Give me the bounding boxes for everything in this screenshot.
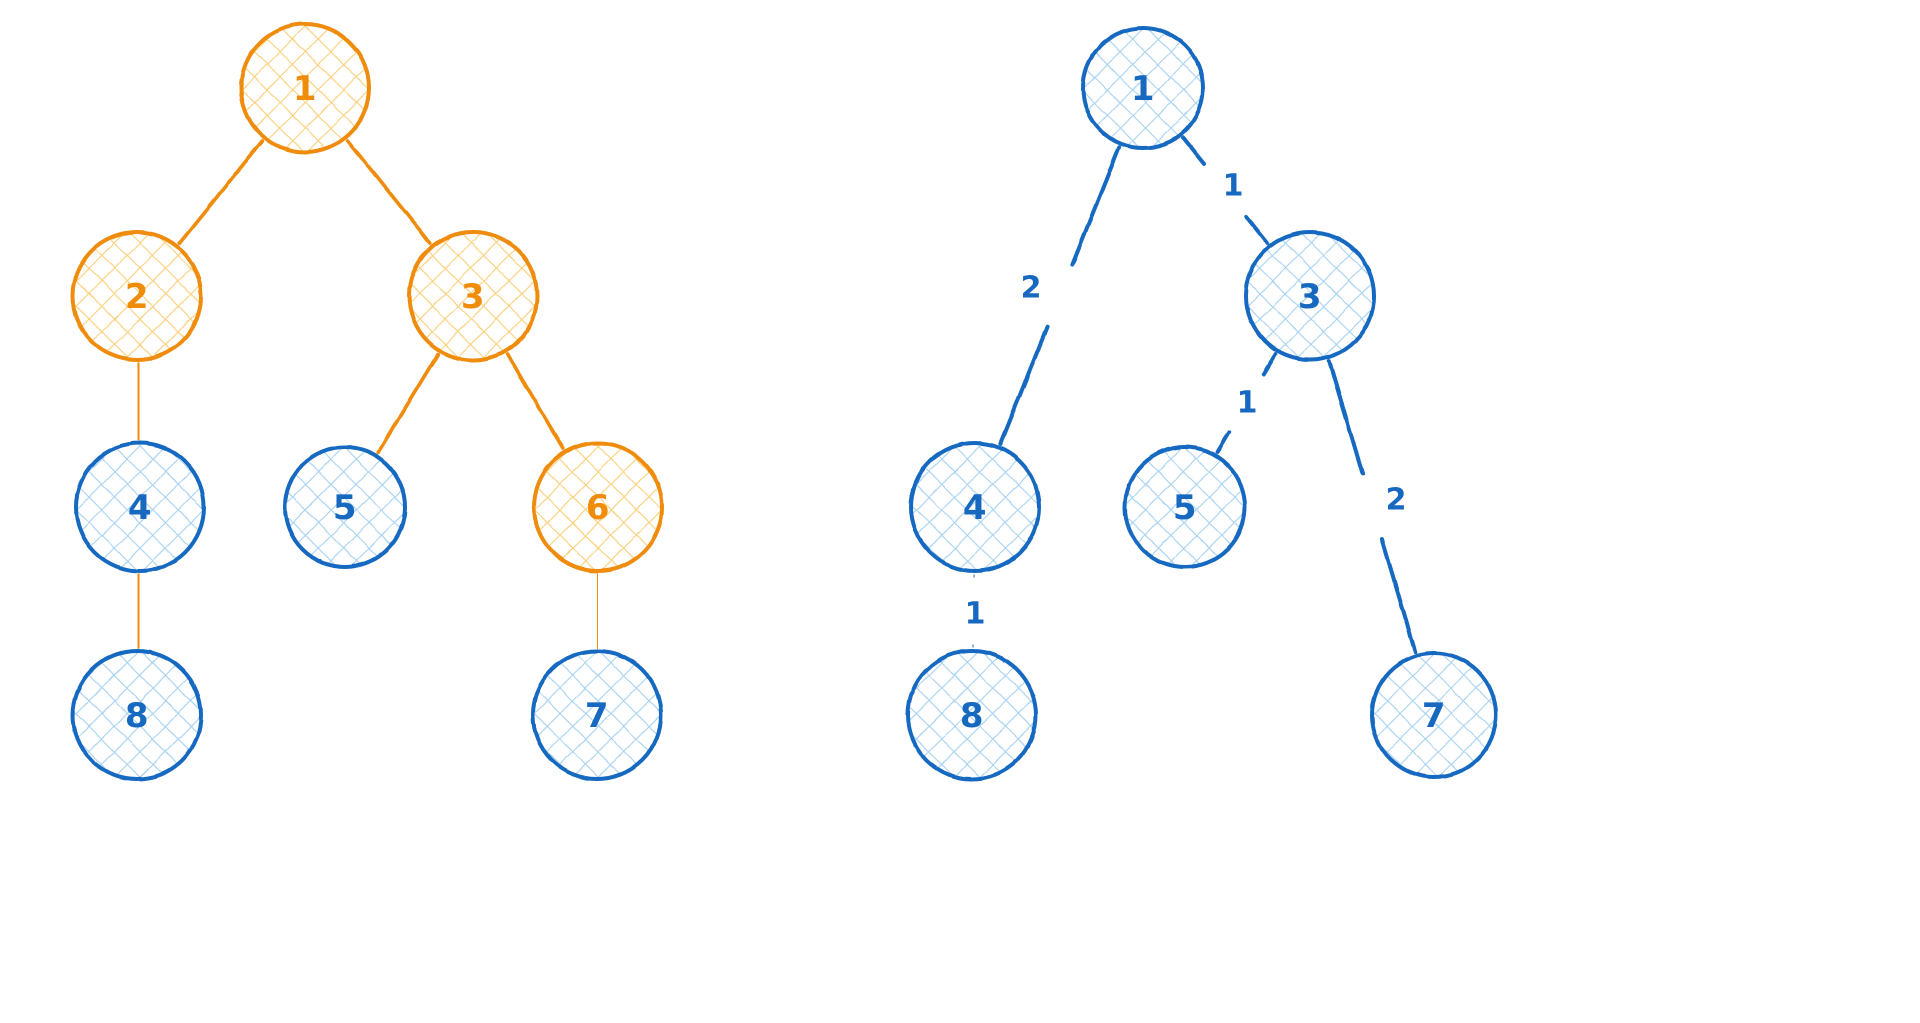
node-label: 5 <box>333 488 357 528</box>
node-label: 8 <box>960 696 984 736</box>
node-circle[interactable] <box>283 445 407 569</box>
tree-node[interactable]: 4 <box>909 441 1041 573</box>
tree-node[interactable]: 2 <box>71 230 203 362</box>
node-label: 4 <box>963 488 987 528</box>
tree-node[interactable]: 3 <box>407 230 539 362</box>
tree-edge <box>1181 135 1206 166</box>
node-label: 3 <box>1298 277 1322 317</box>
node-circle[interactable] <box>531 649 663 781</box>
tree-node[interactable]: 7 <box>1370 651 1498 779</box>
nodes-layer: 1 2 3 4 5 6 8 7 1 3 4 5 8 7 <box>71 22 1498 781</box>
node-label: 3 <box>461 277 485 317</box>
tree-edge <box>1379 537 1418 654</box>
node-label: 1 <box>1131 69 1155 109</box>
edge-weight-label: 2 <box>1386 483 1407 518</box>
node-label: 7 <box>1422 696 1446 736</box>
edge-weight-label: 2 <box>1021 271 1042 306</box>
tree-edge <box>376 352 440 455</box>
tree-edge <box>1215 430 1232 454</box>
node-circle[interactable] <box>1370 651 1498 779</box>
tree-edge <box>1327 359 1365 476</box>
tree-edge <box>1261 352 1278 376</box>
edge-weight-label: 1 <box>965 597 986 632</box>
node-label: 5 <box>1173 488 1197 528</box>
tree-node[interactable]: 3 <box>1244 230 1376 362</box>
node-circle[interactable] <box>74 441 206 573</box>
tree-edge <box>345 139 433 245</box>
tree-node[interactable]: 8 <box>906 649 1038 781</box>
node-label: 7 <box>585 696 609 736</box>
node-circle[interactable] <box>909 441 1041 573</box>
tree-node[interactable]: 4 <box>74 441 206 573</box>
tree-edge <box>1244 214 1270 245</box>
node-label: 8 <box>125 696 149 736</box>
tree-edge <box>998 325 1050 446</box>
tree-node[interactable]: 1 <box>239 22 371 154</box>
node-label: 4 <box>128 488 152 528</box>
node-circle[interactable] <box>1244 230 1376 362</box>
node-circle[interactable] <box>407 230 539 362</box>
tree-edge <box>136 573 141 649</box>
tree-node[interactable]: 1 <box>1081 26 1205 150</box>
node-circle[interactable] <box>71 230 203 362</box>
node-circle[interactable] <box>239 22 371 154</box>
node-circle[interactable] <box>71 649 203 781</box>
node-label: 2 <box>125 277 149 317</box>
edges-layer <box>136 135 1418 654</box>
tree-edge <box>177 139 265 245</box>
node-label: 1 <box>293 69 317 109</box>
node-circle[interactable] <box>1123 445 1247 569</box>
tree-node[interactable]: 5 <box>1123 445 1247 569</box>
tree-node[interactable]: 6 <box>532 441 664 573</box>
tree-edge <box>505 352 566 451</box>
edge-weight-label: 1 <box>1237 386 1258 421</box>
tree-edge <box>1070 145 1122 267</box>
tree-node[interactable]: 7 <box>531 649 663 781</box>
tree-node[interactable]: 8 <box>71 649 203 781</box>
tree-node[interactable]: 5 <box>283 445 407 569</box>
edge-weight-label: 1 <box>1223 169 1244 204</box>
node-circle[interactable] <box>532 441 664 573</box>
node-label: 6 <box>586 488 610 528</box>
node-circle[interactable] <box>1081 26 1205 150</box>
tree-edge <box>136 362 141 441</box>
node-circle[interactable] <box>906 649 1038 781</box>
edge-labels-layer: 2 1 1 2 1 <box>965 169 1407 632</box>
